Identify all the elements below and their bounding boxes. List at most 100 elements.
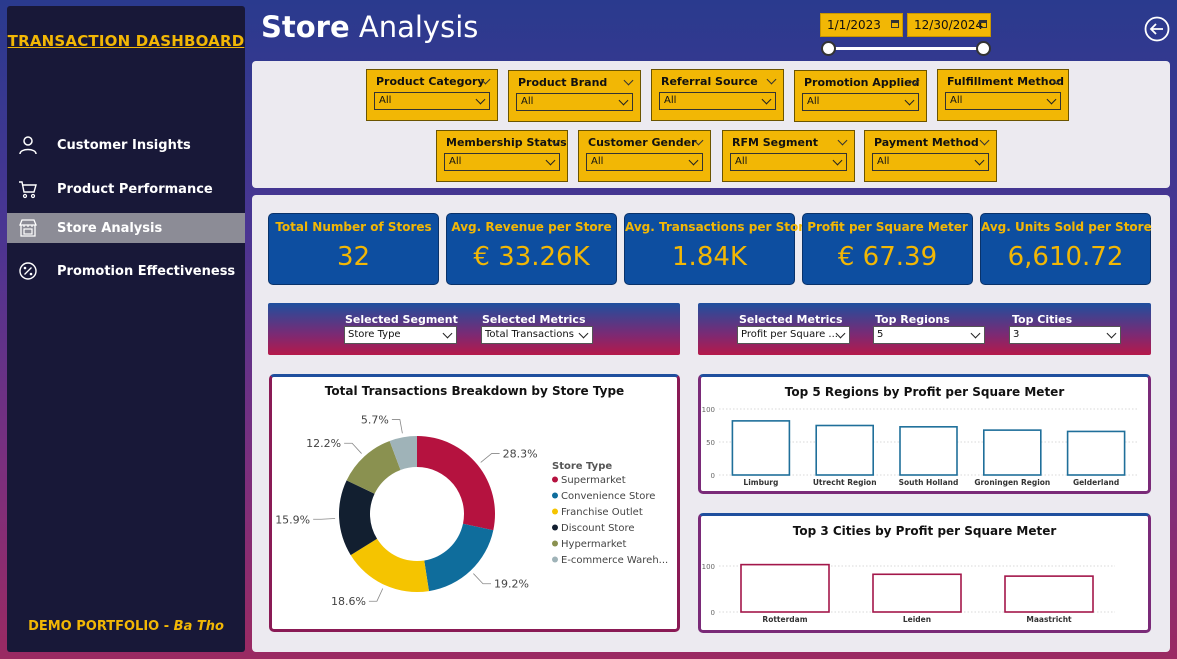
kpi-label: Total Number of Stores — [275, 220, 432, 234]
start-date-input[interactable]: 1/1/2023 — [820, 13, 903, 37]
filter-dropdown[interactable]: All — [945, 92, 1061, 110]
store-icon — [17, 217, 39, 239]
bar-maastricht[interactable] — [1004, 575, 1094, 613]
bar-leiden[interactable] — [872, 573, 962, 613]
calendar-icon[interactable] — [979, 20, 987, 28]
bar-limburg[interactable] — [731, 420, 791, 476]
donut-slice-franchise-outlet[interactable] — [350, 538, 429, 592]
legend-item[interactable]: Convenience Store — [561, 491, 655, 502]
donut-slice-discount-store[interactable] — [339, 480, 378, 556]
kpi-label: Avg. Revenue per Store — [451, 220, 612, 234]
date-range-slider[interactable] — [828, 47, 984, 50]
bar-groningen-region[interactable] — [982, 429, 1042, 476]
bar-utrecht-region[interactable] — [815, 424, 874, 476]
legend-marker — [552, 556, 558, 563]
kpi-value: € 67.39 — [837, 242, 938, 272]
filter-label: RFM Segment — [732, 136, 819, 149]
control-dropdown[interactable]: Store Type — [344, 326, 457, 344]
filter-label: Product Category — [376, 75, 485, 88]
donut-leader-line — [344, 442, 362, 454]
filter-dropdown[interactable]: All — [730, 153, 847, 171]
x-tick-label: Maastricht — [1026, 615, 1072, 624]
legend-item[interactable]: Supermarket — [561, 475, 626, 486]
legend-item[interactable]: Discount Store — [561, 523, 635, 534]
donut-data-label: 12.2% — [306, 437, 341, 450]
control-selected-metrics: Selected Metrics — [482, 308, 586, 327]
end-date-input[interactable]: 12/30/2024 — [907, 13, 991, 37]
legend-marker — [552, 508, 558, 515]
control-selected-segment: Selected Segment — [345, 308, 458, 327]
nav-item-promotion-effectiveness[interactable]: Promotion Effectiveness — [7, 256, 245, 286]
chevron-down-icon[interactable] — [837, 135, 848, 146]
filter-dropdown[interactable]: All — [872, 153, 989, 171]
chevron-down-icon[interactable] — [623, 75, 634, 86]
brand-title[interactable]: TRANSACTION DASHBOARD — [7, 32, 245, 50]
nav-label: Promotion Effectiveness — [57, 263, 236, 279]
nav-item-product-performance[interactable]: Product Performance — [7, 174, 245, 204]
donut-slice-convenience-store[interactable] — [424, 523, 494, 592]
control-selected-metrics: Selected Metrics — [739, 308, 843, 327]
chevron-down-icon[interactable] — [766, 74, 777, 85]
x-tick-label: South Holland — [899, 478, 959, 487]
cities-chart-title: Top 3 Cities by Profit per Square Meter — [792, 524, 1057, 538]
control-dropdown[interactable]: 3 — [1009, 326, 1121, 344]
page-title-bold: Store — [261, 10, 350, 44]
filter-dropdown[interactable]: All — [802, 93, 919, 111]
control-top-cities: Top Cities — [1012, 308, 1072, 327]
filter-dropdown[interactable]: All — [444, 153, 560, 171]
filter-dropdown[interactable]: All — [374, 92, 490, 110]
bar-gelderland[interactable] — [1066, 430, 1126, 476]
legend-item[interactable]: Hypermarket — [561, 539, 626, 550]
donut-slice-supermarket[interactable] — [417, 436, 495, 531]
control-dropdown[interactable]: Profit per Square ... — [737, 326, 850, 344]
filter-dropdown[interactable]: All — [516, 93, 633, 111]
filter-label: Referral Source — [661, 75, 758, 88]
nav-label: Customer Insights — [57, 137, 191, 153]
bar-rotterdam[interactable] — [740, 563, 830, 613]
donut-slice-hypermarket[interactable] — [346, 440, 401, 494]
control-label: Top Cities — [1012, 313, 1073, 326]
left-control-bar — [268, 303, 680, 355]
kpi-label: Avg. Units Sold per Store — [981, 220, 1152, 234]
control-dropdown[interactable]: Total Transactions — [481, 326, 593, 344]
control-label: Top Regions — [875, 313, 950, 326]
legend-item[interactable]: E-commerce Wareh... — [561, 555, 668, 566]
nav-label: Store Analysis — [57, 220, 163, 236]
y-tick-label: 100 — [702, 406, 715, 414]
x-tick-label: Rotterdam — [762, 615, 807, 624]
donut-chart-title: Total Transactions Breakdown by Store Ty… — [324, 384, 625, 398]
page-title-rest: Analysis — [349, 10, 479, 44]
end-date-text: 12/30/2024 — [914, 18, 984, 32]
kpi-value: 1.84K — [672, 242, 747, 272]
cities-chart-card: Top 3 Cities by Profit per Square Meter … — [698, 513, 1151, 633]
donut-slice-e-commerce-wareh-[interactable] — [389, 436, 417, 470]
back-arrow-icon[interactable] — [1144, 16, 1170, 42]
donut-leader-line — [391, 419, 403, 434]
control-dropdown[interactable]: 5 — [873, 326, 985, 344]
bar-south-holland[interactable] — [899, 426, 958, 476]
filter-dropdown[interactable]: All — [659, 92, 776, 110]
slider-end-handle[interactable] — [976, 41, 991, 56]
slider-start-handle[interactable] — [821, 41, 836, 56]
calendar-icon[interactable] — [891, 20, 899, 28]
nav-item-customer-insights[interactable]: Customer Insights — [7, 130, 245, 160]
donut-data-label: 5.7% — [361, 414, 389, 427]
nav-item-store-analysis[interactable]: Store Analysis — [7, 213, 245, 243]
chevron-down-icon[interactable] — [979, 135, 990, 146]
filter-dropdown[interactable]: All — [586, 153, 703, 171]
kpi-value: € 33.26K — [473, 242, 590, 272]
legend-item[interactable]: Franchise Outlet — [561, 507, 643, 518]
